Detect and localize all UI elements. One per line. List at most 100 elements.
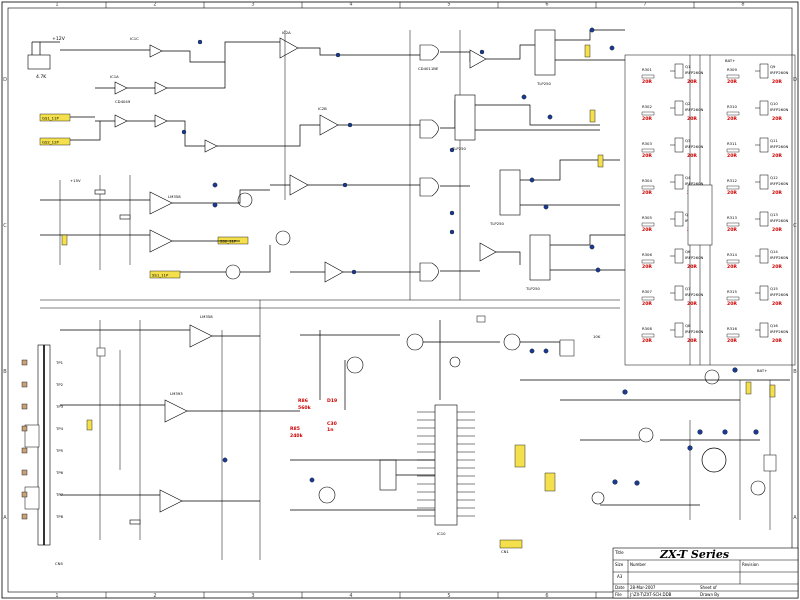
diode-d3 [335,52,341,58]
mosfet-body [759,137,769,153]
connector-cn1 [499,539,523,549]
ic-label-ic2b: IC2B [318,106,327,111]
transistor-q16 [701,447,727,473]
input-tag-ss2 [217,236,249,245]
zone-col-3-top: 3 [251,2,254,8]
transistor-q9 [318,486,336,504]
gate-resistor [641,222,655,227]
input-connector-section: 4.7K +12V [27,36,66,80]
diode-d36 [634,480,640,486]
tlp250-label-1: TLP250 [536,81,552,86]
nand-gate-ic3d [419,262,439,282]
gate-res-value-2: 20R [772,301,782,307]
chip-part-lm393: LM393 [170,391,183,396]
mosfet-body [674,248,684,264]
mosfet-part: IRFP260N [685,255,703,260]
diode-d21 [212,202,218,208]
supply-label-12v: +12V [52,36,66,42]
controller-ic10 [434,404,458,526]
gate-res-value-2: 20R [687,301,697,307]
mosfet-label: Q2 [685,101,691,106]
number-label: Number [630,562,646,567]
zone-col-2-top: 2 [153,2,156,8]
bat-plus-top: BAT+ [725,58,735,63]
comparator-ic2a [279,37,299,59]
mosfet-label: Q15 [770,286,778,291]
mosfet-part: IRFP260N [770,255,788,260]
diode-d11 [589,27,595,33]
res-r11 [119,214,131,220]
opamp-ic5b [164,399,188,423]
opamp-ic3a [149,191,173,215]
gate-res-label: R305 [642,215,652,220]
gate-res-label: R307 [642,289,652,294]
gate-res-value-2: 20R [687,79,697,85]
gate-res-value: 20R [642,264,652,270]
gate-res-value: 20R [642,190,652,196]
pin-label: TP7 [55,492,64,497]
gate-res-value: 20R [727,116,737,122]
buffer-ic4 [469,49,487,69]
pin-label: TP3 [55,404,64,409]
cap-c13 [597,154,604,168]
cap-c20 [86,419,93,431]
diode-d5 [347,122,353,128]
tlp250-label-3: TLP250 [489,221,505,226]
connector-pin-tp6 [21,469,28,476]
gate-res-label: R301 [642,67,652,72]
diode-d14 [547,114,553,120]
input-tag-gs2-text: GS2_12P [42,140,59,145]
zone-row-A-right: A [793,515,797,521]
mosfet-body [759,100,769,116]
file-value: J:\ZX-T\ZXT-SCH.DDB [629,592,672,597]
pin-label: TP5 [55,448,64,453]
zone-col-1-bottom: 1 [55,593,58,599]
diode-d7 [342,182,348,188]
gate-res-value: 20R [642,116,652,122]
zone-col-4-bottom: 4 [349,593,352,599]
mosfet-label: Q4 [685,175,691,180]
mosfet-label: Q13 [770,212,778,217]
diode-d12 [609,45,615,51]
connector-cn6 [763,454,777,472]
diode-d2 [181,129,187,135]
diode-d1 [197,39,203,45]
connector-cn3 [514,444,526,468]
gate-res-value: 20R [642,153,652,159]
regulator-section: 10K R86 560k R85 240k D19 C30 1n [290,315,601,439]
mosfet-part: IRFP260N [770,70,788,75]
zone-col-3-bottom: 3 [251,593,254,599]
mid-bus [40,299,620,309]
gate-res-value-2: 20R [772,338,782,344]
gate-res-value: 20R [642,338,652,344]
mosfet-label: Q8 [685,323,691,328]
mosfet-part: IRFP260N [685,329,703,334]
gate-resistor [726,185,740,190]
zone-col-8-top: 8 [741,2,744,8]
ic-label-ic1c: IC1C [130,36,139,41]
supply-label-15v: +15V [70,178,81,183]
gate-res-value: 20R [642,301,652,307]
opamp-ic5a [189,324,213,348]
gate-resistor [726,222,740,227]
gate-res-value-2: 20R [772,153,782,159]
res-r40 [129,519,141,525]
zone-col-7-top: 7 [643,2,646,8]
diode-d32 [722,429,728,435]
mosfet-part: IRFP260N [685,144,703,149]
zone-col-5-bottom: 5 [447,593,450,599]
red-label-d19: D19 [327,398,337,404]
diode-d37 [622,389,628,395]
cn4-label: 4.7K [36,74,47,80]
diode-d6 [449,147,455,153]
nand-gate-ic3c [419,177,439,197]
optocoupler-ic8 [379,459,397,491]
cap-c3 [61,234,68,246]
diode-d18 [595,267,601,273]
diode-d35 [612,479,618,485]
